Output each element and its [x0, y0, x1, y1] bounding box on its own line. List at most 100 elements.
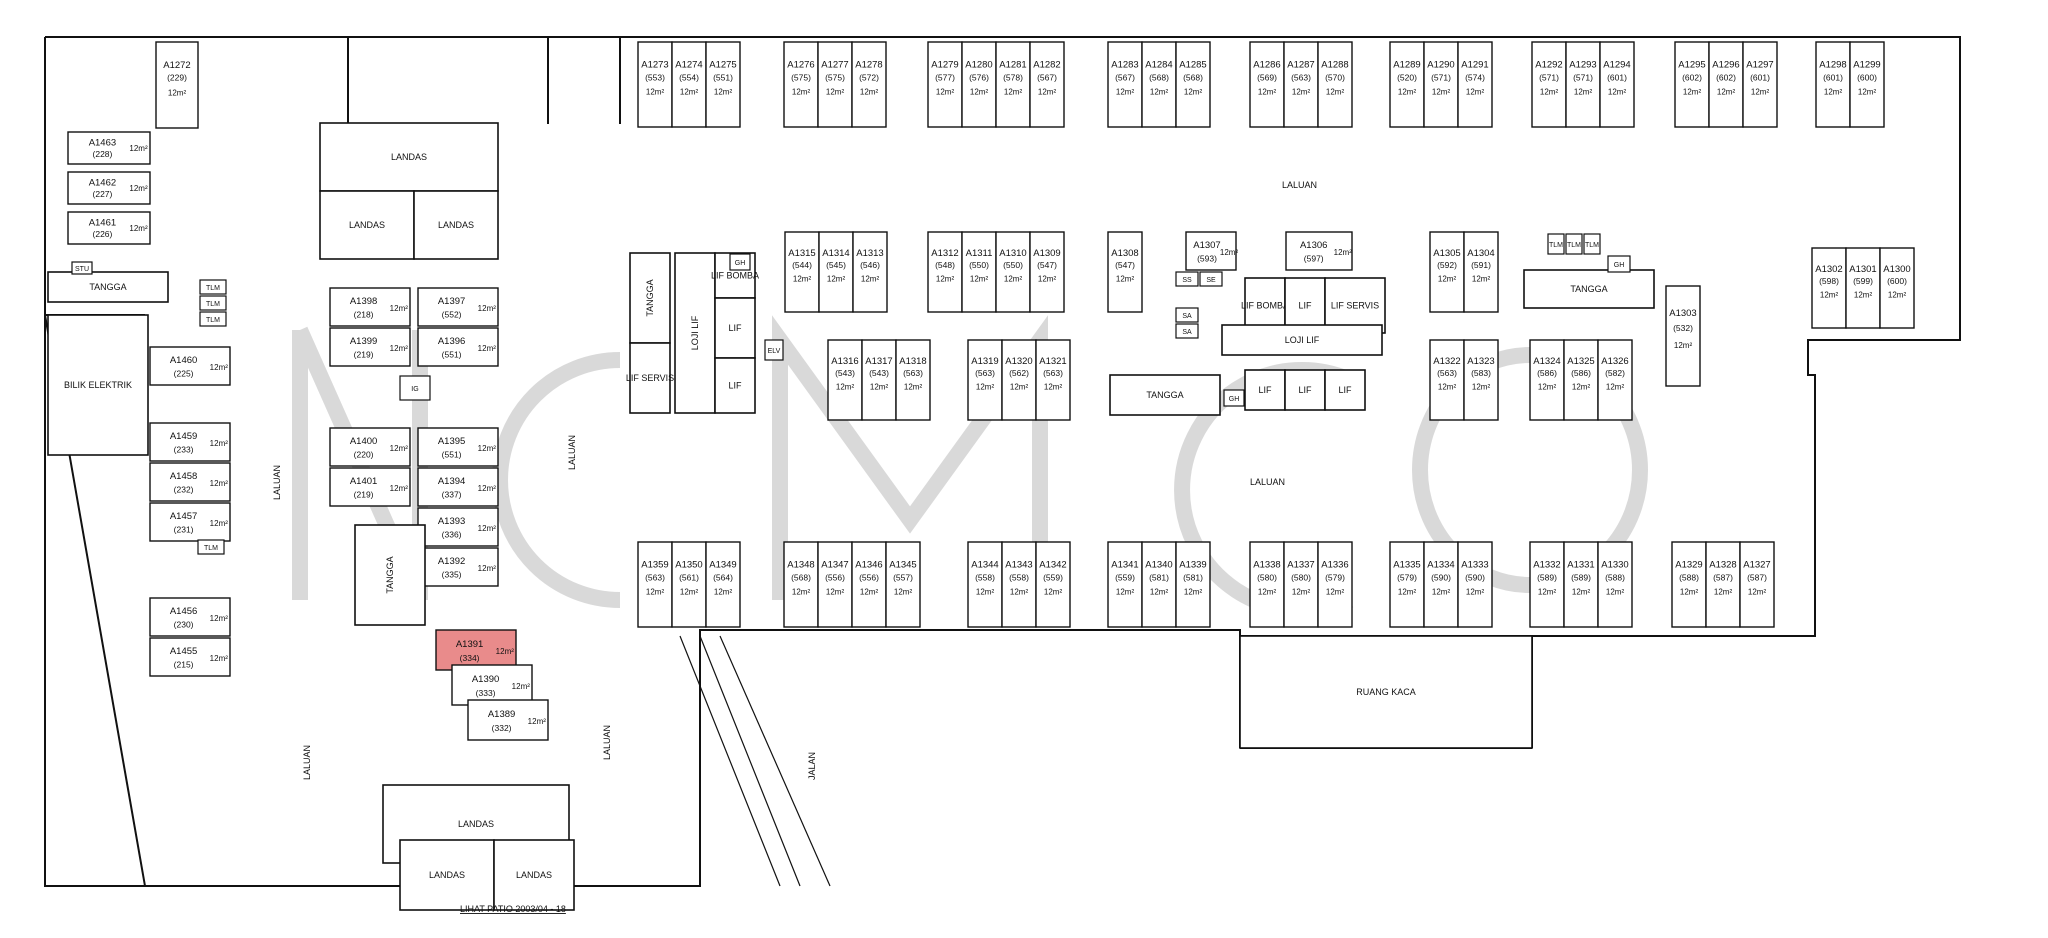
unit-a1400[interactable]: A1400(220)12m²: [329, 427, 411, 467]
unit-a1457[interactable]: A1457(231)12m²: [149, 502, 231, 542]
unit-a1316[interactable]: A1316(543)12m²: [827, 339, 863, 421]
unit-a1342[interactable]: A1342(559)12m²: [1035, 541, 1071, 628]
unit-a1285[interactable]: A1285(568)12m²: [1175, 41, 1211, 128]
unit-a1392[interactable]: A1392(335)12m²: [417, 547, 499, 587]
unit-a1399[interactable]: A1399(219)12m²: [329, 327, 411, 367]
unit-a1359[interactable]: A1359(563)12m²: [637, 541, 673, 628]
unit-a1336[interactable]: A1336(579)12m²: [1317, 541, 1353, 628]
unit-a1310[interactable]: A1310(550)12m²: [995, 231, 1031, 313]
unit-a1315[interactable]: A1315(544)12m²: [784, 231, 820, 313]
unit-a1278[interactable]: A1278(572)12m²: [851, 41, 887, 128]
unit-a1314[interactable]: A1314(545)12m²: [818, 231, 854, 313]
unit-a1350[interactable]: A1350(561)12m²: [671, 541, 707, 628]
unit-a1276[interactable]: A1276(575)12m²: [783, 41, 819, 128]
unit-a1300[interactable]: A1300(600)12m²: [1879, 247, 1915, 329]
unit-a1326[interactable]: A1326(582)12m²: [1597, 339, 1633, 421]
unit-a1317[interactable]: A1317(543)12m²: [861, 339, 897, 421]
unit-a1312[interactable]: A1312(548)12m²: [927, 231, 963, 313]
unit-a1286[interactable]: A1286(569)12m²: [1249, 41, 1285, 128]
unit-a1334[interactable]: A1334(590)12m²: [1423, 541, 1459, 628]
unit-a1297[interactable]: A1297(601)12m²: [1742, 41, 1778, 128]
unit-a1389[interactable]: A1389(332)12m²: [467, 699, 549, 741]
unit-a1397[interactable]: A1397(552)12m²: [417, 287, 499, 327]
unit-a1274[interactable]: A1274(554)12m²: [671, 41, 707, 128]
unit-a1340[interactable]: A1340(581)12m²: [1141, 541, 1177, 628]
unit-a1344[interactable]: A1344(558)12m²: [967, 541, 1003, 628]
unit-a1349[interactable]: A1349(564)12m²: [705, 541, 741, 628]
unit-a1305[interactable]: A1305(592)12m²: [1429, 231, 1465, 313]
unit-a1301[interactable]: A1301(599)12m²: [1845, 247, 1881, 329]
unit-a1391[interactable]: A1391(334)12m²: [435, 629, 517, 671]
unit-a1289[interactable]: A1289(520)12m²: [1389, 41, 1425, 128]
unit-a1304[interactable]: A1304(591)12m²: [1463, 231, 1499, 313]
unit-a1330[interactable]: A1330(588)12m²: [1597, 541, 1633, 628]
unit-a1401[interactable]: A1401(219)12m²: [329, 467, 411, 507]
unit-a1275[interactable]: A1275(551)12m²: [705, 41, 741, 128]
unit-a1290[interactable]: A1290(571)12m²: [1423, 41, 1459, 128]
unit-a1306[interactable]: A1306(597)12m²: [1285, 231, 1353, 271]
unit-a1321[interactable]: A1321(563)12m²: [1035, 339, 1071, 421]
unit-a1398[interactable]: A1398(218)12m²: [329, 287, 411, 327]
unit-a1459[interactable]: A1459(233)12m²: [149, 422, 231, 462]
unit-a1288[interactable]: A1288(570)12m²: [1317, 41, 1353, 128]
unit-a1460[interactable]: A1460(225)12m²: [149, 346, 231, 386]
unit-a1394[interactable]: A1394(337)12m²: [417, 467, 499, 507]
unit-a1324[interactable]: A1324(586)12m²: [1529, 339, 1565, 421]
unit-a1284[interactable]: A1284(568)12m²: [1141, 41, 1177, 128]
unit-a1281[interactable]: A1281(578)12m²: [995, 41, 1031, 128]
unit-a1337[interactable]: A1337(580)12m²: [1283, 541, 1319, 628]
unit-a1308[interactable]: A1308(547)12m²: [1107, 231, 1143, 313]
unit-a1346[interactable]: A1346(556)12m²: [851, 541, 887, 628]
unit-a1390[interactable]: A1390(333)12m²: [451, 664, 533, 706]
unit-a1318[interactable]: A1318(563)12m²: [895, 339, 931, 421]
unit-a1319[interactable]: A1319(563)12m²: [967, 339, 1003, 421]
unit-a1335[interactable]: A1335(579)12m²: [1389, 541, 1425, 628]
unit-a1292[interactable]: A1292(571)12m²: [1531, 41, 1567, 128]
unit-a1463[interactable]: A1463(228)12m²: [67, 131, 151, 165]
unit-a1343[interactable]: A1343(558)12m²: [1001, 541, 1037, 628]
unit-a1347[interactable]: A1347(556)12m²: [817, 541, 853, 628]
unit-a1307[interactable]: A1307(593)12m²: [1185, 231, 1238, 271]
unit-a1309[interactable]: A1309(547)12m²: [1029, 231, 1065, 313]
unit-a1323[interactable]: A1323(583)12m²: [1463, 339, 1499, 421]
unit-a1338[interactable]: A1338(580)12m²: [1249, 541, 1285, 628]
unit-a1279[interactable]: A1279(577)12m²: [927, 41, 963, 128]
unit-a1348[interactable]: A1348(568)12m²: [783, 541, 819, 628]
unit-a1303[interactable]: A1303(532)12m²: [1665, 285, 1701, 387]
unit-a1328[interactable]: A1328(587)12m²: [1705, 541, 1741, 628]
unit-a1298[interactable]: A1298(601)12m²: [1815, 41, 1851, 128]
unit-a1341[interactable]: A1341(559)12m²: [1107, 541, 1143, 628]
unit-a1302[interactable]: A1302(598)12m²: [1811, 247, 1847, 329]
unit-a1395[interactable]: A1395(551)12m²: [417, 427, 499, 467]
unit-a1333[interactable]: A1333(590)12m²: [1457, 541, 1493, 628]
unit-a1287[interactable]: A1287(563)12m²: [1283, 41, 1319, 128]
unit-a1320[interactable]: A1320(562)12m²: [1001, 339, 1037, 421]
unit-a1313[interactable]: A1313(546)12m²: [852, 231, 888, 313]
unit-a1396[interactable]: A1396(551)12m²: [417, 327, 499, 367]
unit-a1393[interactable]: A1393(336)12m²: [417, 507, 499, 547]
unit-a1458[interactable]: A1458(232)12m²: [149, 462, 231, 502]
unit-a1280[interactable]: A1280(576)12m²: [961, 41, 997, 128]
unit-a1455[interactable]: A1455(215)12m²: [149, 637, 231, 677]
unit-a1456[interactable]: A1456(230)12m²: [149, 597, 231, 637]
unit-a1325[interactable]: A1325(586)12m²: [1563, 339, 1599, 421]
unit-a1295[interactable]: A1295(602)12m²: [1674, 41, 1710, 128]
unit-a1283[interactable]: A1283(567)12m²: [1107, 41, 1143, 128]
unit-a1327[interactable]: A1327(587)12m²: [1739, 541, 1775, 628]
unit-a1339[interactable]: A1339(581)12m²: [1175, 541, 1211, 628]
unit-a1311[interactable]: A1311(550)12m²: [961, 231, 997, 313]
unit-a1331[interactable]: A1331(589)12m²: [1563, 541, 1599, 628]
unit-a1299[interactable]: A1299(600)12m²: [1849, 41, 1885, 128]
unit-a1462[interactable]: A1462(227)12m²: [67, 171, 151, 205]
unit-a1296[interactable]: A1296(602)12m²: [1708, 41, 1744, 128]
unit-a1273[interactable]: A1273(553)12m²: [637, 41, 673, 128]
unit-a1277[interactable]: A1277(575)12m²: [817, 41, 853, 128]
unit-a1322[interactable]: A1322(563)12m²: [1429, 339, 1465, 421]
unit-a1332[interactable]: A1332(589)12m²: [1529, 541, 1565, 628]
unit-a1272[interactable]: A1272(229)12m²: [155, 41, 199, 129]
unit-a1329[interactable]: A1329(588)12m²: [1671, 541, 1707, 628]
unit-a1345[interactable]: A1345(557)12m²: [885, 541, 921, 628]
unit-a1293[interactable]: A1293(571)12m²: [1565, 41, 1601, 128]
unit-a1461[interactable]: A1461(226)12m²: [67, 211, 151, 245]
unit-a1294[interactable]: A1294(601)12m²: [1599, 41, 1635, 128]
